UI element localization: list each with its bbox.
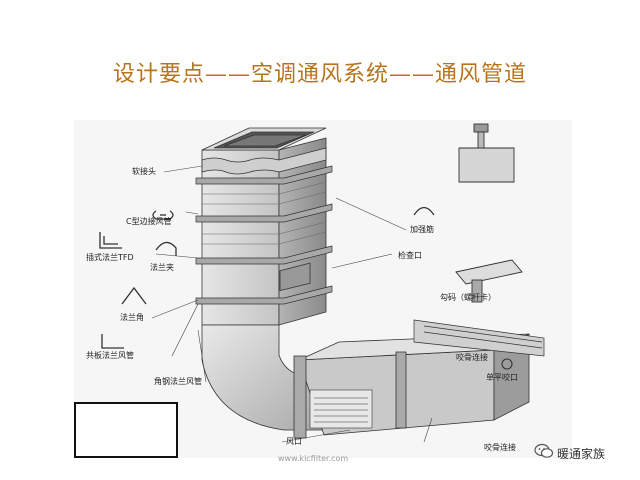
label-air-outlet: 风口 xyxy=(286,437,302,446)
common-flange-icon xyxy=(101,334,124,349)
elbow xyxy=(201,324,325,431)
flange-bands xyxy=(195,165,333,305)
slide-title: 设计要点——空调通风系统——通风管道 xyxy=(112,62,527,87)
air-outlet-grille xyxy=(309,389,373,429)
label-insert-flange-tfd: 插式法兰TFD xyxy=(86,253,134,262)
inspection-port xyxy=(279,262,311,292)
c-flange-icon xyxy=(152,210,174,220)
hook-code-icon xyxy=(455,259,523,303)
bolt-detail-icon xyxy=(458,123,515,183)
stiffener-icon xyxy=(413,206,435,216)
leader-lines xyxy=(151,165,433,443)
label-flange-angle: 法兰角 xyxy=(120,313,144,322)
label-stiffener: 加强筋 xyxy=(410,225,434,234)
label-angle-steel-flange-duct: 角钢法兰风管 xyxy=(154,377,202,386)
label-soft-joint: 软接头 xyxy=(132,167,156,176)
seam-icon xyxy=(501,358,513,370)
flange-angle-icon xyxy=(121,286,147,305)
label-single-flat-seam: 单平咬口 xyxy=(486,373,518,382)
label-snap-joint: 咬骨连接 xyxy=(456,353,488,362)
wechat-logo-icon xyxy=(534,443,554,458)
snap-joint-detail xyxy=(413,319,545,357)
label-common-plate-flange-duct: 共板法兰风管 xyxy=(86,351,134,360)
duct-diagram: 软接头 C型边接风管 插式法兰TFD 法兰夹 法兰角 共板法兰风管 角钢法兰风管… xyxy=(74,120,572,458)
tfd-flange-icon xyxy=(99,232,122,249)
label-inspection-port: 检查口 xyxy=(398,251,422,260)
label-c-flange-duct: C型边接风管 xyxy=(126,217,172,226)
label-snap-joint-2: 咬骨连接 xyxy=(484,443,516,452)
blank-placeholder-box xyxy=(74,402,178,458)
wechat-account-name: 暖通家族 xyxy=(557,447,606,461)
flange-clip-icon xyxy=(155,241,177,256)
label-hook-code: 勾码（螺杆卡） xyxy=(440,293,496,302)
watermark-url: www.klcfilter.com xyxy=(278,454,349,463)
stiffener-ribs xyxy=(202,181,327,245)
duct-illustration xyxy=(99,123,545,443)
label-flange-clip: 法兰夹 xyxy=(150,263,174,272)
